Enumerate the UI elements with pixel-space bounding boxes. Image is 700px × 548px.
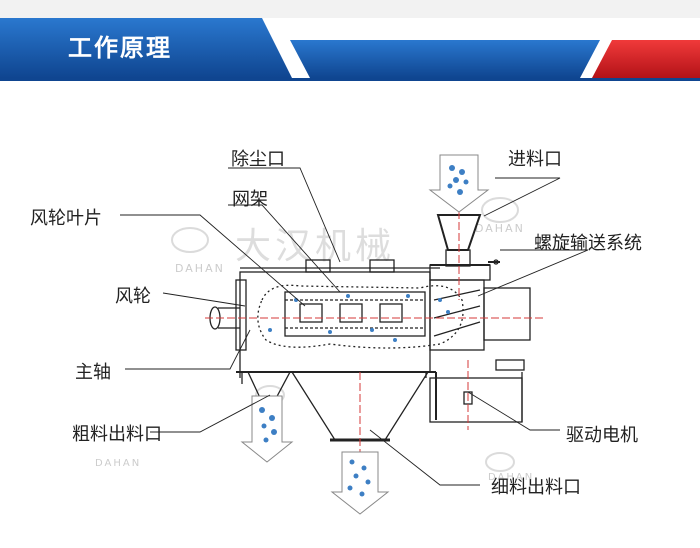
working-principle-diagram: 大汉机械 DAHAN DAHAN DAHAN DAHAN: [0, 82, 700, 544]
center-lines: [205, 200, 545, 455]
screen-drum: [284, 291, 426, 337]
end-plate: [235, 279, 247, 351]
label-dust-outlet: 除尘口: [231, 149, 285, 170]
material-particles: [259, 165, 469, 497]
banner-background: [0, 0, 700, 82]
watermark-brand-en-3: DAHAN: [95, 458, 141, 469]
dust-outlet-port: [305, 259, 331, 273]
label-feed-inlet: 进料口: [508, 149, 562, 170]
fine-arrow: [330, 451, 390, 515]
feed-arrow: [428, 154, 490, 213]
airflow-path: [257, 284, 464, 349]
label-screen-frame: 网架: [232, 189, 268, 210]
label-main-shaft: 主轴: [75, 362, 111, 383]
dust-outlet-port-2: [369, 259, 395, 273]
machine-drawing: 大汉机械 DAHAN DAHAN DAHAN DAHAN: [95, 154, 589, 515]
leader-lines: [120, 167, 589, 486]
coarse-arrow: [240, 395, 294, 463]
watermark-brand-cn: 大汉机械: [235, 226, 395, 267]
label-coarse-outlet: 粗料出料口: [72, 424, 162, 445]
page-title: 工作原理: [68, 34, 172, 62]
label-drive-motor: 驱动电机: [566, 425, 638, 446]
drive-motor-body: [429, 377, 523, 423]
watermark-brand-en-2: DAHAN: [475, 222, 525, 235]
watermark-brand-en-4: DAHAN: [488, 472, 534, 483]
flow-arrows: [240, 154, 490, 515]
label-fine-outlet: 细料出料口: [491, 477, 581, 498]
label-fan-wheel: 风轮: [115, 286, 151, 307]
drive-housing: [483, 287, 531, 341]
label-fan-blade: 风轮叶片: [30, 208, 102, 229]
watermark-brand-en: DAHAN: [175, 262, 225, 275]
header-banner: 工作原理: [0, 0, 700, 82]
label-screw-conveyor: 螺旋输送系统: [534, 233, 642, 254]
